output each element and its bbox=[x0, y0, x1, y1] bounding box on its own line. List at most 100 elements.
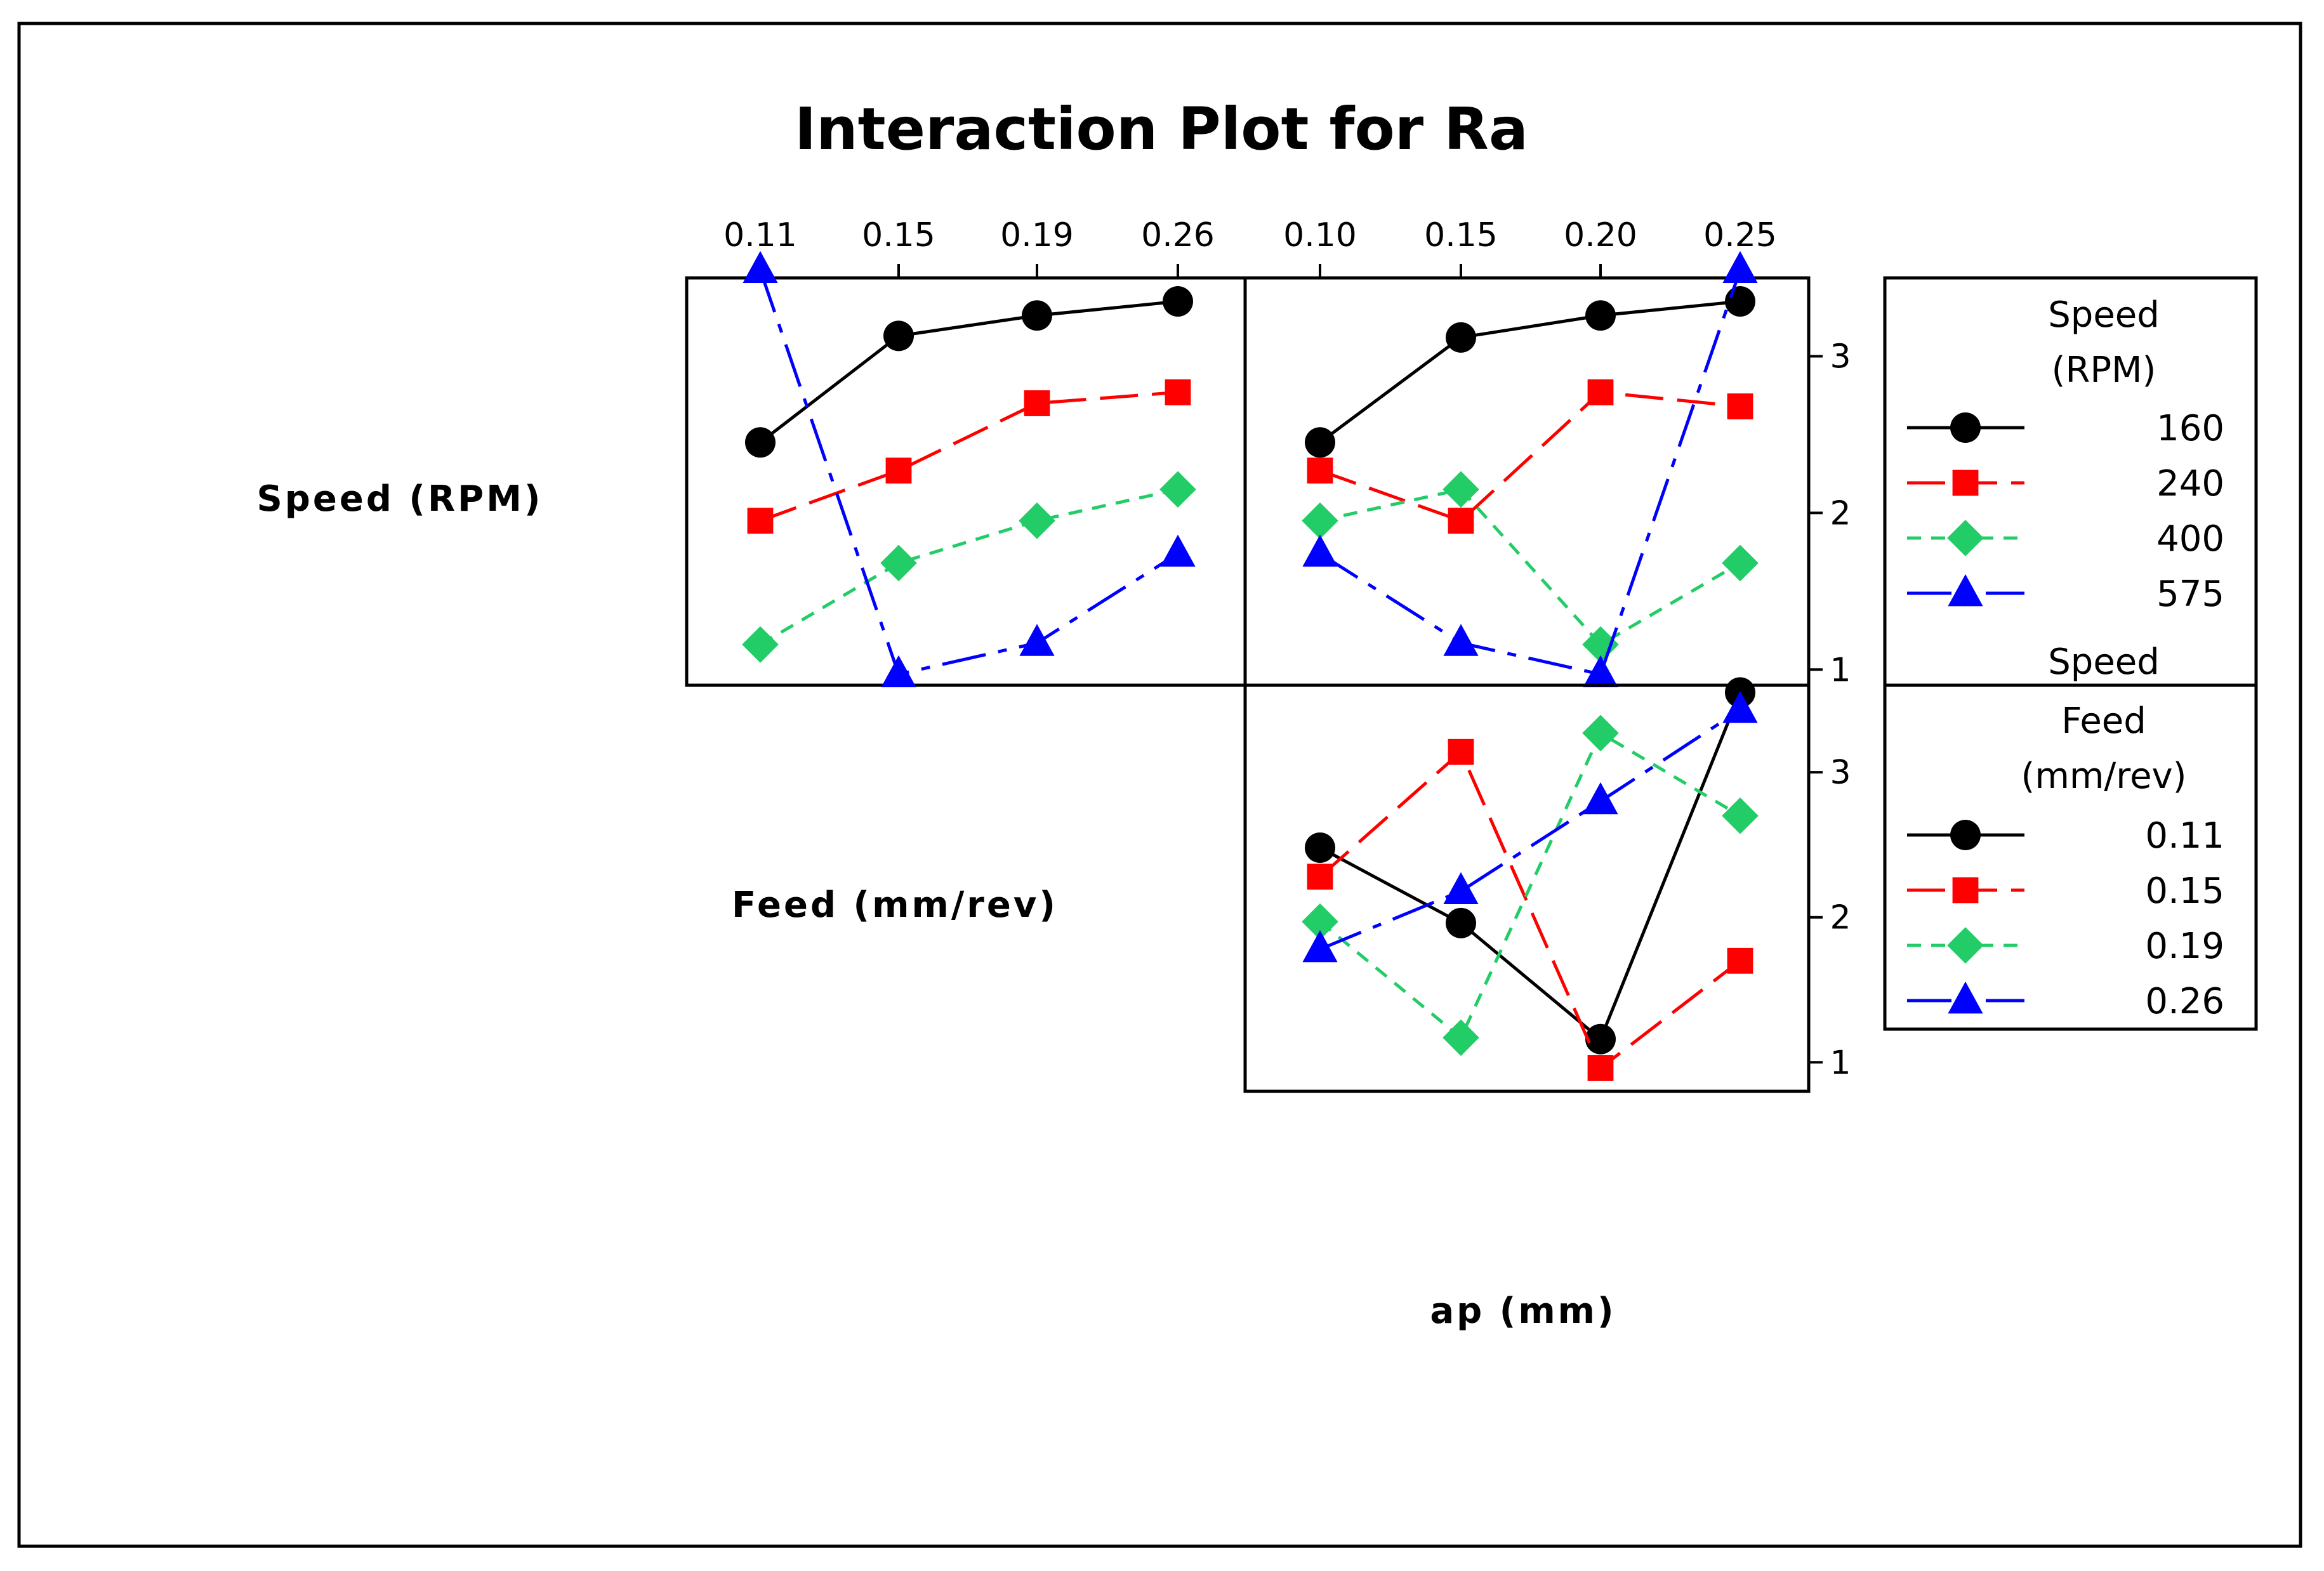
legend-marker-0-1 bbox=[1952, 470, 1979, 496]
series-point-feed-ap-1-2 bbox=[1587, 1055, 1614, 1081]
series-point-speed-feed-0-2 bbox=[1022, 300, 1052, 331]
legend-marker-0-0 bbox=[1950, 412, 1981, 443]
legend-box-1 bbox=[1883, 683, 2258, 1031]
legend-marker-0-3 bbox=[1948, 574, 1983, 607]
series-point-feed-ap-0-1 bbox=[1446, 907, 1476, 938]
y-tick-label-feed-ap-1: 2 bbox=[1830, 899, 1851, 937]
legend-entry-1-3: 0.26 bbox=[2145, 981, 2224, 1022]
series-line-feed-ap-0 bbox=[1319, 692, 1742, 1042]
y-tick-label-speed-ap-2: 3 bbox=[1830, 338, 1851, 376]
series-point-speed-feed-2-1 bbox=[880, 544, 917, 582]
series-point-feed-ap-2-0 bbox=[1302, 903, 1338, 940]
series-point-speed-feed-2-0 bbox=[742, 626, 779, 663]
series-point-speed-ap-0-2 bbox=[1585, 300, 1616, 331]
series-line-speed-ap-2 bbox=[1319, 487, 1741, 647]
legend-marker-1-0 bbox=[1950, 820, 1981, 850]
legend-extra-label-0: Speed bbox=[2048, 641, 2160, 683]
series-point-speed-ap-2-1 bbox=[1443, 471, 1479, 508]
series-point-speed-feed-3-0 bbox=[743, 251, 778, 284]
series-point-speed-feed-1-1 bbox=[885, 457, 912, 484]
series-line-speed-feed-1 bbox=[760, 390, 1179, 523]
x-tick-label-speed-ap-2: 0.20 bbox=[1564, 216, 1637, 254]
series-point-feed-ap-3-2 bbox=[1583, 782, 1618, 815]
series-point-speed-ap-3-3 bbox=[1722, 251, 1758, 284]
series-point-feed-ap-0-0 bbox=[1305, 832, 1335, 863]
series-line-speed-ap-3 bbox=[1319, 269, 1742, 676]
series-point-feed-ap-3-0 bbox=[1302, 930, 1338, 963]
legend-title-0-0: Speed bbox=[2048, 294, 2160, 336]
x-tick-label-speed-ap-0: 0.10 bbox=[1283, 216, 1357, 254]
row-label-speed: Speed (RPM) bbox=[256, 478, 543, 520]
x-tick-label-speed-feed-2: 0.19 bbox=[1000, 216, 1074, 254]
panel-frame-speed-feed bbox=[685, 276, 1247, 687]
x-tick-label-speed-ap-1: 0.15 bbox=[1424, 216, 1498, 254]
legend-marker-0-2 bbox=[1947, 520, 1984, 556]
legend-title-0-1: (RPM) bbox=[2052, 350, 2156, 391]
series-line-feed-ap-1 bbox=[1319, 749, 1741, 1071]
series-point-speed-ap-2-2 bbox=[1582, 626, 1619, 663]
legend-title-1-1: (mm/rev) bbox=[2021, 756, 2186, 797]
legend-entry-1-0: 0.11 bbox=[2145, 815, 2224, 857]
row-label-feed: Feed (mm/rev) bbox=[732, 884, 1058, 926]
series-point-speed-ap-1-2 bbox=[1587, 379, 1614, 405]
y-tick-label-feed-ap-0: 1 bbox=[1830, 1044, 1851, 1082]
series-point-speed-ap-1-0 bbox=[1307, 457, 1333, 484]
series-point-speed-ap-3-0 bbox=[1302, 534, 1338, 567]
series-point-feed-ap-2-3 bbox=[1722, 797, 1759, 834]
series-point-feed-ap-3-1 bbox=[1443, 872, 1479, 904]
legend-entry-0-2: 400 bbox=[2156, 518, 2224, 560]
series-point-speed-feed-3-2 bbox=[1019, 624, 1055, 656]
series-point-speed-feed-2-2 bbox=[1019, 502, 1055, 539]
y-tick-label-speed-ap-0: 1 bbox=[1830, 651, 1851, 689]
legend-marker-1-2 bbox=[1947, 927, 1984, 964]
series-point-feed-ap-2-1 bbox=[1443, 1019, 1479, 1056]
legend-marker-1-1 bbox=[1952, 877, 1979, 904]
series-line-feed-ap-3 bbox=[1319, 708, 1741, 951]
x-tick-label-speed-feed-3: 0.26 bbox=[1141, 216, 1215, 254]
series-point-speed-ap-1-1 bbox=[1448, 508, 1474, 534]
legend-entry-0-0: 160 bbox=[2156, 408, 2224, 449]
series-point-feed-ap-2-2 bbox=[1582, 714, 1619, 752]
legend-entry-1-1: 0.15 bbox=[2145, 871, 2224, 912]
y-tick-label-feed-ap-2: 3 bbox=[1830, 754, 1851, 792]
legend-entry-0-3: 575 bbox=[2156, 574, 2224, 615]
series-point-speed-ap-3-1 bbox=[1443, 624, 1479, 656]
series-point-speed-feed-1-3 bbox=[1165, 379, 1191, 405]
series-point-speed-feed-0-0 bbox=[745, 427, 776, 458]
series-point-speed-ap-2-0 bbox=[1302, 502, 1338, 539]
series-line-speed-feed-0 bbox=[759, 299, 1179, 444]
outer-frame bbox=[17, 22, 2302, 1548]
series-line-speed-feed-3 bbox=[758, 269, 1179, 676]
series-point-speed-ap-3-2 bbox=[1583, 655, 1618, 688]
series-point-speed-feed-3-1 bbox=[881, 655, 916, 688]
series-point-feed-ap-3-3 bbox=[1722, 690, 1758, 723]
series-point-speed-ap-0-0 bbox=[1305, 427, 1335, 458]
series-line-feed-ap-2 bbox=[1319, 730, 1741, 1041]
x-tick-label-speed-feed-1: 0.15 bbox=[862, 216, 935, 254]
series-point-speed-feed-1-0 bbox=[747, 508, 774, 534]
series-line-speed-ap-0 bbox=[1319, 299, 1741, 444]
series-point-speed-feed-2-3 bbox=[1159, 471, 1196, 508]
x-tick-label-speed-feed-0: 0.11 bbox=[723, 216, 797, 254]
legend-entry-1-2: 0.19 bbox=[2145, 926, 2224, 967]
series-point-feed-ap-1-3 bbox=[1727, 947, 1753, 974]
series-point-speed-ap-2-3 bbox=[1722, 544, 1759, 582]
series-line-speed-ap-1 bbox=[1319, 390, 1741, 523]
series-point-speed-feed-0-3 bbox=[1163, 286, 1193, 317]
panel-frame-feed-ap bbox=[1243, 683, 1811, 1093]
series-point-speed-feed-1-2 bbox=[1024, 390, 1050, 416]
legend-title-1-0: Feed bbox=[2061, 700, 2146, 742]
x-tick-label-speed-ap-3: 0.25 bbox=[1703, 216, 1777, 254]
series-point-speed-feed-0-1 bbox=[883, 320, 914, 352]
series-point-feed-ap-0-2 bbox=[1585, 1023, 1616, 1055]
y-tick-label-speed-ap-1: 2 bbox=[1830, 494, 1851, 532]
legend-marker-1-3 bbox=[1948, 982, 1983, 1014]
series-point-feed-ap-1-1 bbox=[1448, 739, 1474, 765]
chart-title: Interaction Plot for Ra bbox=[795, 95, 1528, 163]
series-point-feed-ap-1-0 bbox=[1307, 864, 1333, 890]
series-point-speed-ap-0-1 bbox=[1446, 322, 1476, 353]
series-line-speed-feed-2 bbox=[759, 487, 1179, 646]
series-point-speed-ap-1-3 bbox=[1727, 393, 1753, 419]
bottom-label-ap: ap (mm) bbox=[1430, 1291, 1616, 1332]
